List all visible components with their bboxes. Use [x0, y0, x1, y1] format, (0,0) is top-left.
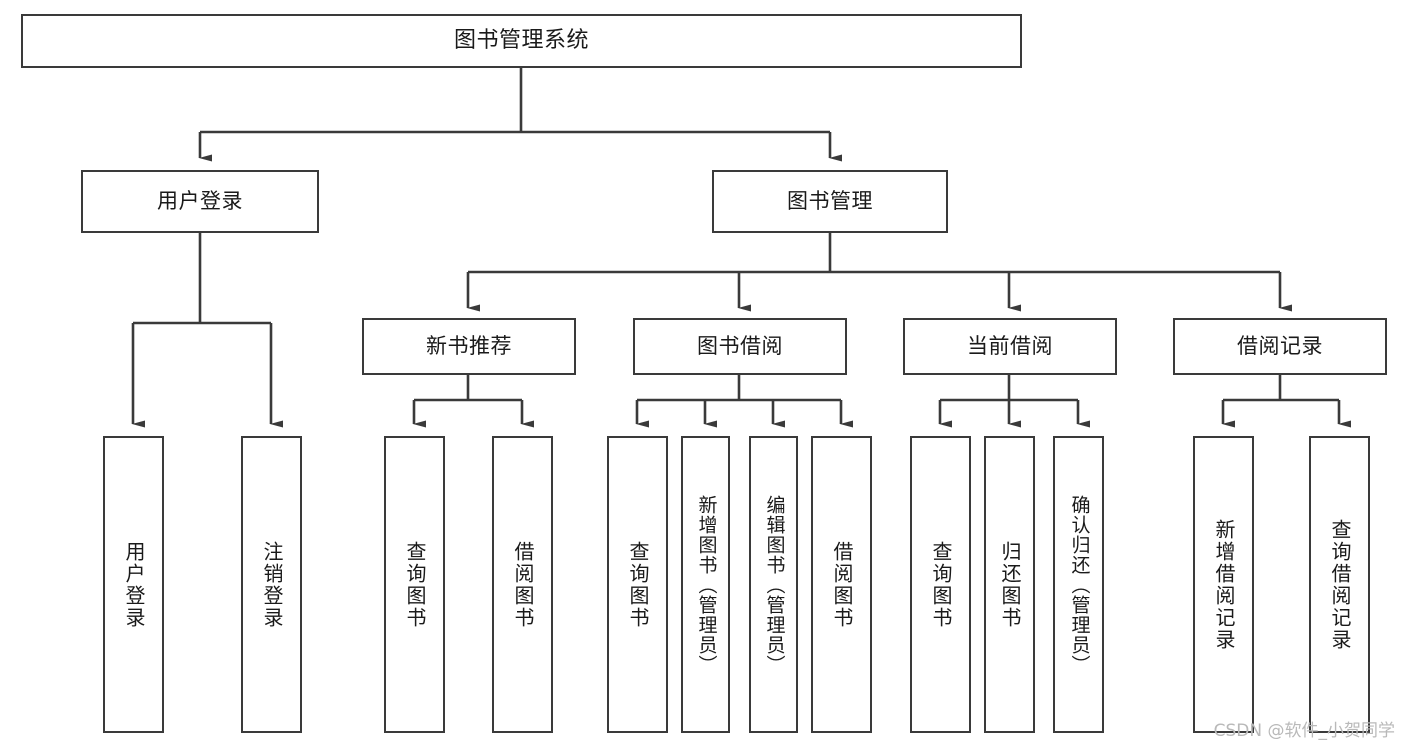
node-book-management[interactable]: 图书管理	[712, 170, 948, 233]
leaf-user-login-signout[interactable]: 注销登录	[241, 436, 302, 733]
node-label: 用户登录	[122, 540, 146, 629]
node-label: 新增图书（管理员）	[695, 494, 718, 675]
node-label: 图书管理	[787, 189, 873, 214]
node-label: 当前借阅	[967, 334, 1053, 359]
node-label: 图书管理系统	[453, 28, 589, 54]
node-label: 查询借阅记录	[1328, 518, 1352, 651]
csdn-watermark: CSDN @软件_小贺同学	[1213, 721, 1395, 741]
node-label: 归还图书	[998, 540, 1022, 629]
node-label: 查询图书	[403, 540, 427, 629]
node-label: 注销登录	[260, 540, 284, 629]
leaf-new-book-borrow-books[interactable]: 借阅图书	[492, 436, 553, 733]
leaf-book-borrow-query-books[interactable]: 查询图书	[607, 436, 668, 733]
node-user-login[interactable]: 用户登录	[81, 170, 319, 233]
leaf-current-borrow-return-books[interactable]: 归还图书	[984, 436, 1035, 733]
node-label: 图书借阅	[697, 334, 783, 359]
node-label: 查询图书	[626, 540, 650, 629]
node-borrowing-records[interactable]: 借阅记录	[1173, 318, 1387, 375]
node-new-book-recommendation[interactable]: 新书推荐	[362, 318, 576, 375]
leaf-book-borrow-edit-book-admin[interactable]: 编辑图书（管理员）	[749, 436, 798, 733]
node-label: 借阅图书	[511, 540, 535, 629]
leaf-new-book-query-books[interactable]: 查询图书	[384, 436, 445, 733]
leaf-borrow-record-query-record[interactable]: 查询借阅记录	[1309, 436, 1370, 733]
node-label: 借阅图书	[830, 540, 854, 629]
node-label: 新增借阅记录	[1212, 518, 1236, 651]
leaf-current-borrow-query-books[interactable]: 查询图书	[910, 436, 971, 733]
leaf-book-borrow-add-book-admin[interactable]: 新增图书（管理员）	[681, 436, 730, 733]
node-current-borrowing[interactable]: 当前借阅	[903, 318, 1117, 375]
leaf-borrow-record-add-record[interactable]: 新增借阅记录	[1193, 436, 1254, 733]
leaf-user-login-signin[interactable]: 用户登录	[103, 436, 164, 733]
node-book-borrowing[interactable]: 图书借阅	[633, 318, 847, 375]
node-root-library-management-system[interactable]: 图书管理系统	[21, 14, 1022, 68]
node-label: 确认归还（管理员）	[1068, 494, 1091, 675]
node-label: 编辑图书（管理员）	[763, 494, 786, 675]
leaf-current-borrow-confirm-return-admin[interactable]: 确认归还（管理员）	[1053, 436, 1104, 733]
node-label: 新书推荐	[426, 334, 512, 359]
node-label: 用户登录	[157, 189, 243, 214]
node-label: 查询图书	[929, 540, 953, 629]
leaf-book-borrow-borrow-books[interactable]: 借阅图书	[811, 436, 872, 733]
node-label: 借阅记录	[1237, 334, 1323, 359]
